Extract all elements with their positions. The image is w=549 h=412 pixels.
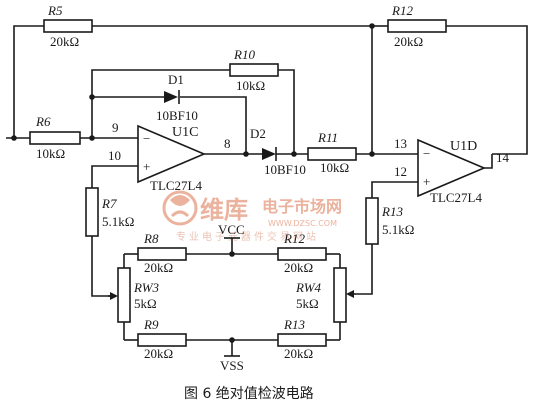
resistor-r8 — [137, 247, 187, 261]
label-u1d-name: U1D — [450, 139, 477, 154]
wiper-arrow-rw4-icon — [346, 290, 354, 298]
opamp-u1c-minus: − — [143, 131, 150, 146]
label-vcc: VCC — [218, 222, 245, 237]
label-r6-name: R6 — [35, 114, 51, 129]
opamp-u1c: − + — [137, 124, 207, 184]
junction-dot — [89, 135, 95, 141]
junction-dot — [89, 94, 95, 100]
label-rw4-name: RW4 — [295, 280, 322, 295]
label-vss: VSS — [220, 358, 244, 373]
label-u1c-name: U1C — [172, 125, 198, 140]
diode-d2-symbol — [262, 147, 277, 161]
label-u1c-pin-out: 8 — [224, 136, 231, 151]
label-r12-top-name: R12 — [391, 3, 413, 18]
label-r10-name: R10 — [233, 47, 255, 62]
label-r7-value: 5.1kΩ — [102, 214, 134, 229]
label-d1-part: 10BF10 — [156, 108, 198, 123]
wiper-arrow-rw3-icon — [110, 292, 118, 300]
label-r12-bottom-value: 20kΩ — [284, 260, 313, 275]
potentiometer-rw3 — [117, 267, 131, 323]
label-r13-bottom-value: 20kΩ — [284, 346, 313, 361]
label-rw3-value: 5kΩ — [134, 296, 157, 311]
resistor-r6 — [29, 131, 81, 145]
label-u1c-part: TLC27L4 — [150, 178, 202, 193]
resistor-r9 — [137, 333, 187, 347]
resistor-r13-vertical — [365, 197, 379, 245]
labels: R5 20kΩ R12 20kΩ R10 10kΩ D1 10BF10 R6 1… — [35, 3, 510, 402]
opamp-u1c-icon — [137, 124, 207, 184]
watermark-slogan: 专业电子元器件交易网站 — [176, 230, 319, 243]
label-u1c-pin-noninv: 10 — [108, 148, 121, 163]
junction-dot — [291, 151, 297, 157]
resistor-bodies — [29, 19, 447, 347]
label-d2-name: D2 — [250, 126, 266, 141]
diode-d1-symbol — [164, 90, 180, 104]
potentiometer-rw4 — [333, 267, 347, 323]
label-r13-right-name: R13 — [381, 204, 403, 219]
label-r9-value: 20kΩ — [144, 346, 173, 361]
label-r5-name: R5 — [47, 3, 63, 18]
junction-dot — [229, 337, 235, 343]
resistor-r11 — [307, 147, 357, 161]
label-r8-value: 20kΩ — [144, 260, 173, 275]
junction-dot — [229, 251, 235, 257]
label-u1d-pin-inv: 13 — [394, 136, 407, 151]
label-rw4-value: 5kΩ — [296, 296, 319, 311]
watermark-logo-icon — [162, 190, 198, 226]
opamp-u1d: − + — [417, 138, 493, 198]
resistor-r13-bottom — [277, 333, 327, 347]
label-r10-value: 10kΩ — [236, 78, 265, 93]
label-rw3-name: RW3 — [133, 280, 160, 295]
watermark: 维库 电子市场网 WWW.DZSC.COM 专业电子元器件交易网站 — [162, 190, 342, 243]
label-r13-bottom-name: R13 — [283, 317, 305, 332]
opamp-u1d-minus: − — [423, 146, 430, 161]
label-u1d-part: TLC27L4 — [430, 190, 482, 205]
junction-dot — [369, 23, 375, 29]
label-r6-value: 10kΩ — [36, 146, 65, 161]
watermark-brand: 维库 — [200, 196, 248, 224]
label-u1c-pin-inv: 9 — [112, 120, 119, 135]
label-u1d-pin-noninv: 12 — [394, 164, 407, 179]
label-r12-top-value: 20kΩ — [394, 34, 423, 49]
opamp-u1d-plus: + — [423, 174, 430, 189]
label-r7-name: R7 — [101, 196, 117, 211]
resistor-r7 — [85, 187, 99, 237]
opamp-u1c-plus: + — [143, 159, 150, 174]
label-u1d-pin-out: 14 — [496, 150, 510, 165]
label-d2-part: 10BF10 — [264, 162, 306, 177]
opamp-u1d-icon — [417, 138, 487, 198]
label-d1-name: D1 — [168, 72, 184, 87]
junction-dot — [243, 151, 249, 157]
figure-caption: 图 6 绝对值检波电路 — [184, 386, 314, 402]
label-r12-bottom-name: R12 — [283, 231, 305, 246]
junction-dot — [369, 151, 375, 157]
resistor-r12-bottom — [277, 247, 327, 261]
resistor-r12-top — [387, 19, 447, 33]
diode-d2-icon — [262, 148, 276, 160]
wiper-arrows — [108, 290, 356, 300]
label-r11-name: R11 — [317, 130, 338, 145]
resistor-r5 — [43, 19, 93, 33]
label-r13-right-value: 5.1kΩ — [382, 222, 414, 237]
junction-dot — [11, 135, 17, 141]
diode-d1-icon — [164, 91, 178, 103]
watermark-url: WWW.DZSC.COM — [268, 219, 337, 228]
label-r5-value: 20kΩ — [50, 34, 79, 49]
junctions — [11, 23, 375, 343]
watermark-brand-sub: 电子市场网 — [262, 197, 342, 216]
label-r8-name: R8 — [143, 231, 159, 246]
resistor-r10 — [229, 63, 279, 77]
label-r9-name: R9 — [143, 317, 159, 332]
label-r11-value: 10kΩ — [320, 160, 349, 175]
